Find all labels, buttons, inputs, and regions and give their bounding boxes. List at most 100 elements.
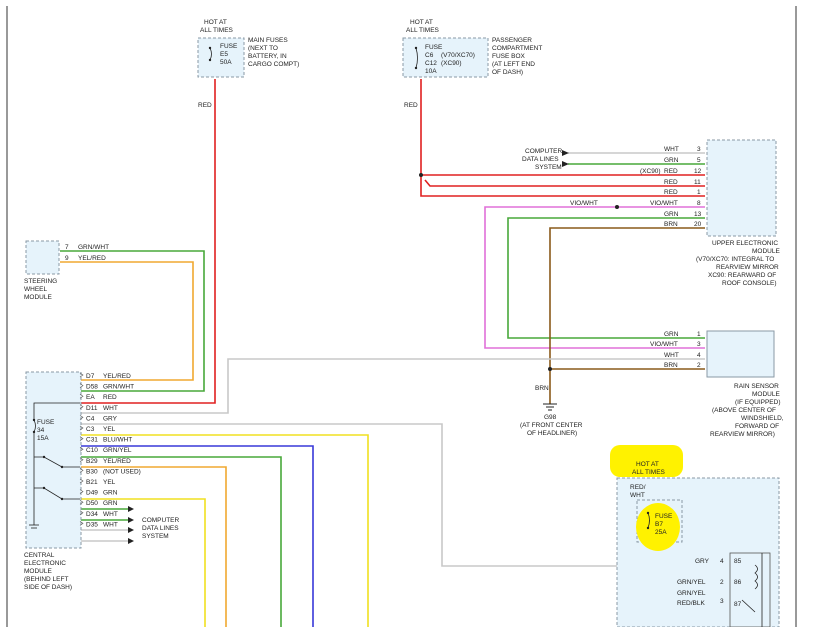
uem-label-3: (V70/XC70: INTEGRAL TO bbox=[696, 256, 774, 263]
pcfb-3: FUSE BOX bbox=[492, 53, 526, 60]
wire-blu-c31 bbox=[80, 445, 314, 627]
cdls-top-1: COMPUTER bbox=[525, 148, 563, 155]
cem-pin-id: C4 bbox=[86, 415, 95, 422]
cem-pin-notch bbox=[79, 404, 84, 410]
uem-label-2: MODULE bbox=[752, 248, 780, 255]
svg-text:BRN: BRN bbox=[664, 221, 678, 228]
fuse-c12-model: (XC90) bbox=[441, 60, 462, 67]
relay-hot-2: ALL TIMES bbox=[632, 469, 666, 476]
cem-pin-id: C3 bbox=[86, 426, 95, 433]
cem-pin-row: B29 YEL/RED bbox=[79, 457, 131, 465]
rain-label-2: MODULE bbox=[752, 391, 780, 398]
fuse-e5-amp: 50A bbox=[220, 59, 232, 66]
pcfb-4: (AT LEFT END bbox=[492, 61, 535, 68]
wire-vio bbox=[484, 206, 705, 349]
cem-pin-id: B30 bbox=[86, 468, 98, 475]
svg-text:13: 13 bbox=[694, 211, 702, 218]
cem-pin-color: GRY bbox=[103, 415, 118, 422]
cem-box bbox=[25, 371, 82, 549]
svg-text:GRN/YEL: GRN/YEL bbox=[677, 579, 706, 586]
svg-text:8: 8 bbox=[697, 200, 701, 207]
cdls-top: COMPUTER DATA LINES SYSTEM bbox=[419, 148, 569, 177]
cem-pin-color: WHT bbox=[103, 511, 118, 518]
cem-pin-id: D11 bbox=[86, 405, 98, 412]
cem-pin-notch bbox=[79, 415, 84, 420]
steering-pin-row-1: 9 YEL/RED bbox=[65, 255, 106, 262]
cem-pin-color: WHT bbox=[103, 405, 118, 412]
svg-text:RED: RED bbox=[664, 179, 678, 186]
fuse-b7-amp: 25A bbox=[655, 529, 667, 536]
uem-label-6: ROOF CONSOLE) bbox=[722, 280, 777, 287]
pcfb-5: OF DASH) bbox=[492, 69, 523, 76]
cem-pin-row: B30(NOT USED) bbox=[79, 468, 141, 475]
svg-text:9: 9 bbox=[65, 255, 69, 262]
wire-gry-c4 bbox=[80, 423, 730, 567]
fuse-e5-id: E5 bbox=[220, 51, 228, 58]
fuse-c6-amp: 10A bbox=[425, 68, 437, 75]
wire-red-main bbox=[80, 79, 216, 404]
rain-label-4: (ABOVE CENTER OF bbox=[712, 407, 776, 414]
wire-yel-b29 bbox=[80, 466, 227, 627]
svg-text:7: 7 bbox=[65, 244, 69, 251]
rain-label-1: RAIN SENSOR bbox=[734, 383, 779, 390]
svg-text:85: 85 bbox=[734, 558, 742, 565]
cem-pin-notch bbox=[79, 499, 84, 505]
cem-pin-id: B29 bbox=[86, 458, 98, 465]
cem-pin-notch bbox=[79, 468, 84, 473]
cem-pin-id: D7 bbox=[86, 373, 95, 380]
cem-pin-color: WHT bbox=[103, 521, 118, 528]
svg-text:GRN/YEL: GRN/YEL bbox=[677, 590, 706, 597]
svg-text:86: 86 bbox=[734, 579, 742, 586]
cem-pin-color: YEL/RED bbox=[103, 458, 131, 465]
cem-pin-id: D50 bbox=[86, 500, 98, 507]
wire-yel-red bbox=[60, 261, 194, 381]
cem-cdls-1: COMPUTER bbox=[142, 517, 180, 524]
svg-text:YEL/RED: YEL/RED bbox=[78, 255, 106, 262]
cem-fuse-amp: 15A bbox=[37, 435, 49, 442]
cem-pin-notch bbox=[79, 510, 84, 516]
ground-brn: BRN bbox=[535, 385, 549, 392]
cem-pin-color: BLU/WHT bbox=[103, 437, 132, 444]
fuse-c6-model: (V70/XC70) bbox=[441, 52, 475, 59]
cem-pin-notch bbox=[79, 478, 84, 484]
ground-id: G98 bbox=[544, 414, 557, 421]
red-label-1: RED bbox=[198, 102, 212, 109]
uem-pin-row-7: BRN 20 bbox=[664, 221, 702, 228]
cem-pin-notch bbox=[79, 393, 84, 399]
uem-box bbox=[706, 139, 777, 237]
relay-row-2: GRN/YEL bbox=[677, 590, 706, 597]
cem-pin-id: D34 bbox=[86, 511, 98, 518]
svg-text:GRN/WHT: GRN/WHT bbox=[78, 244, 109, 251]
cem-label-4: (BEHIND LEFT bbox=[24, 576, 68, 583]
cem-pin-notch bbox=[79, 436, 84, 441]
wire-red-c6 bbox=[420, 79, 705, 197]
svg-text:3: 3 bbox=[720, 598, 724, 605]
cem-label-1: CENTRAL bbox=[24, 552, 55, 559]
relay-redwht-1: RED/ bbox=[630, 484, 646, 491]
main-fuses-3: BATTERY, IN bbox=[248, 53, 287, 60]
wire-yel-c3 bbox=[80, 434, 369, 627]
svg-text:VIO/WHT: VIO/WHT bbox=[650, 200, 678, 207]
relay-area: HOT AT ALL TIMES RED/ WHT FUSE B7 25A GR… bbox=[610, 445, 780, 627]
cem-pin-row: D34 WHT bbox=[79, 510, 118, 518]
cem-pin-notch bbox=[79, 489, 84, 494]
ground-g98: BRN G98 (AT FRONT CENTER OF HEADLINER) bbox=[520, 367, 583, 437]
cdls-top-2: DATA LINES bbox=[522, 156, 559, 163]
svg-text:20: 20 bbox=[694, 221, 702, 228]
hot-highlight bbox=[610, 445, 683, 477]
cem-pin-notch bbox=[79, 425, 84, 431]
cem-label-2: ELECTRONIC bbox=[24, 560, 66, 567]
rain-label-6: FORWARD OF bbox=[735, 423, 779, 430]
pcfb-1: PASSENGER bbox=[492, 37, 532, 44]
cem-fuse-id: 34 bbox=[37, 427, 45, 434]
cem-pin-notch bbox=[79, 383, 84, 388]
svg-text:VIO/WHT: VIO/WHT bbox=[650, 341, 678, 348]
